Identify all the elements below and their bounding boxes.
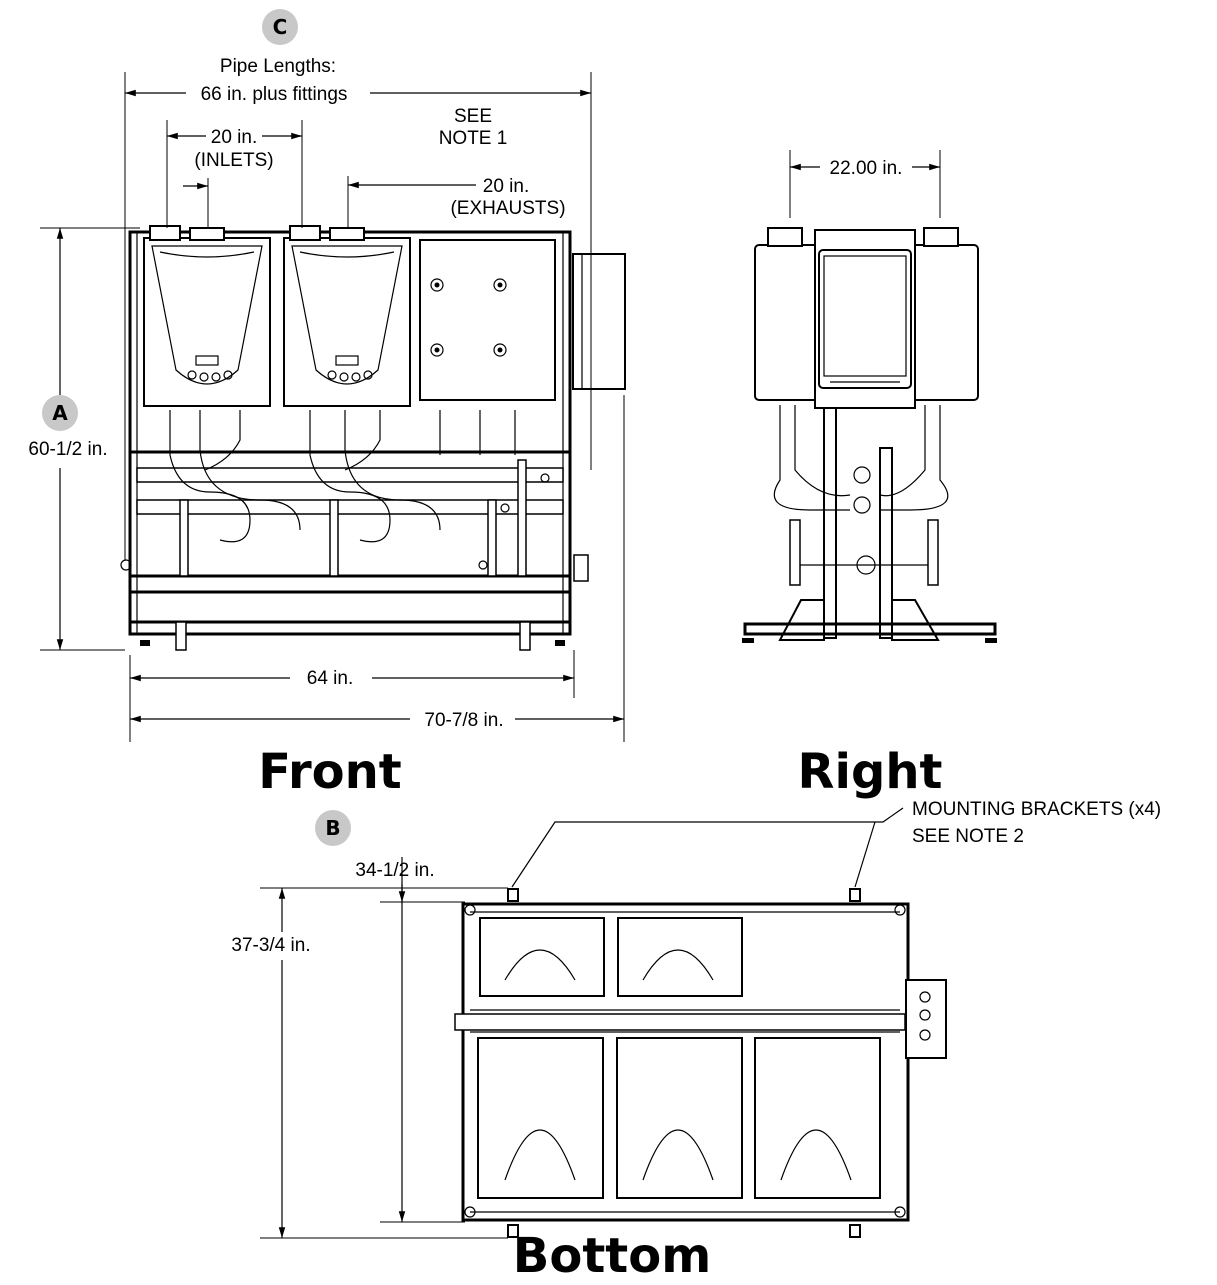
view-label-bottom: Bottom xyxy=(513,1228,711,1284)
inlets-label: (INLETS) xyxy=(194,150,273,171)
callout-a-badge xyxy=(42,395,78,431)
brackets-note-line1: MOUNTING BRACKETS (x4) xyxy=(912,799,1161,820)
mounting-bracket xyxy=(507,888,519,902)
callout-c-label: C xyxy=(273,15,288,39)
callout-b-label: B xyxy=(325,816,340,840)
view-label-front: Front xyxy=(258,744,401,800)
right-spacing: 22.00 in. xyxy=(830,158,903,179)
water-heater-1 xyxy=(143,225,271,407)
callout-b-badge xyxy=(315,810,351,846)
callout-c-badge xyxy=(262,9,298,45)
right-heater-right xyxy=(909,244,979,401)
width-frame: 64 in. xyxy=(307,668,353,689)
bottom-view xyxy=(454,888,947,1238)
right-heater-left xyxy=(754,244,824,401)
height-front: 60-1/2 in. xyxy=(28,439,107,460)
callout-a-label: A xyxy=(52,401,68,425)
front-plumbing xyxy=(120,410,589,651)
mounting-bracket xyxy=(507,1224,519,1238)
pipe-lengths-line1: Pipe Lengths: xyxy=(220,56,336,77)
right-view xyxy=(742,227,997,643)
depth-frame: 34-1/2 in. xyxy=(355,860,434,881)
water-heater-2 xyxy=(283,225,411,407)
exhausts-label: (EXHAUSTS) xyxy=(450,198,565,219)
front-view xyxy=(120,225,626,651)
mounting-bracket xyxy=(849,1224,861,1238)
exhausts-value: 20 in. xyxy=(483,176,529,197)
depth-overall: 37-3/4 in. xyxy=(231,935,310,956)
mounting-bracket xyxy=(849,888,861,902)
width-overall: 70-7/8 in. xyxy=(424,710,503,731)
pipe-lengths-line2: 66 in. plus fittings xyxy=(201,84,348,105)
see-note-1-line1: SEE xyxy=(454,106,492,127)
inlets-value: 20 in. xyxy=(211,127,257,148)
view-label-right: Right xyxy=(798,744,943,800)
brackets-note-line2: SEE NOTE 2 xyxy=(912,826,1024,847)
see-note-1-line2: NOTE 1 xyxy=(439,128,508,149)
control-enclosure xyxy=(419,239,626,401)
